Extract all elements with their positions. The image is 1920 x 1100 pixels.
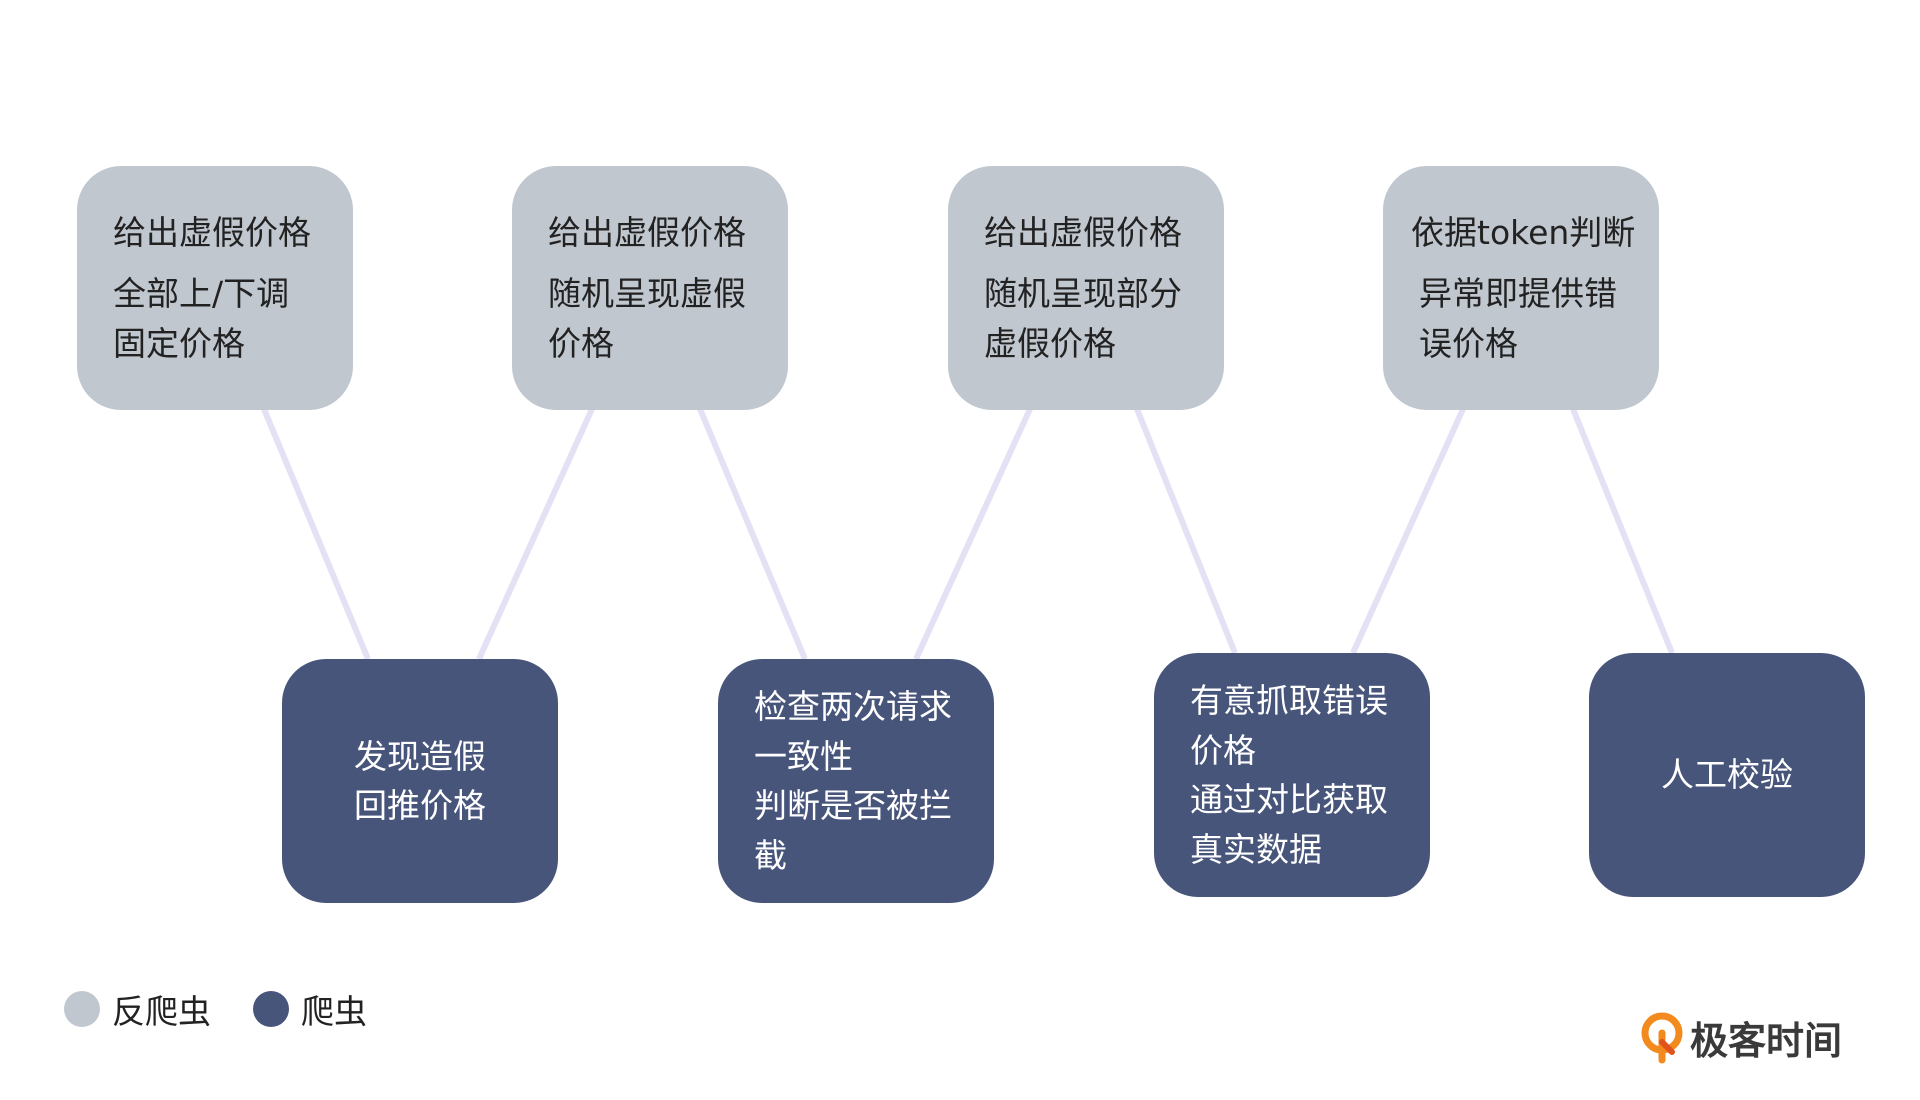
- box-line: 真实数据: [1190, 829, 1322, 869]
- box-line: 人工校验: [1661, 755, 1793, 795]
- connector-line-3: [697, 407, 808, 661]
- box-line: 固定价格: [113, 323, 245, 363]
- box-title: 依据token判断: [1411, 212, 1636, 252]
- box-line: 随机呈现部分: [984, 274, 1182, 314]
- legend-dot-anti-crawler: [64, 991, 100, 1027]
- box-line: 一致性: [754, 736, 853, 776]
- box-title: 给出虚假价格: [113, 212, 311, 252]
- box-line: 异常即提供错: [1419, 274, 1617, 314]
- box-line: 虚假价格: [984, 323, 1116, 363]
- geektime-logo-icon: [1641, 1012, 1683, 1063]
- box-line: 随机呈现虚假: [548, 274, 746, 314]
- crawler-box-2: 检查两次请求 一致性 判断是否被拦 截: [718, 659, 994, 903]
- anti-crawler-box-2: 给出虚假价格 随机呈现虚假 价格: [512, 166, 788, 410]
- legend-label-anti-crawler: 反爬虫: [112, 992, 211, 1031]
- anti-crawler-box-1: 给出虚假价格 全部上/下调 固定价格: [77, 166, 353, 410]
- box-line: 全部上/下调: [113, 274, 290, 314]
- box-line: 价格: [1190, 730, 1256, 770]
- brand-logo: 极客时间: [1640, 1010, 1842, 1065]
- legend-item-anti-crawler: 反爬虫: [64, 985, 211, 1033]
- connector-line-6: [1350, 407, 1466, 655]
- crawler-box-3: 有意抓取错误 价格 通过对比获取 真实数据: [1154, 653, 1430, 897]
- box-line: 有意抓取错误: [1190, 681, 1388, 720]
- box-title: 给出虚假价格: [984, 212, 1182, 252]
- legend-item-crawler: 爬虫: [253, 985, 367, 1033]
- connector-line-2: [476, 407, 595, 661]
- crawler-box-1: 发现造假 回推价格: [282, 659, 558, 903]
- anti-crawler-box-3: 给出虚假价格 随机呈现部分 虚假价格: [948, 166, 1224, 410]
- connector-line-1: [261, 407, 371, 661]
- brand-name: 极客时间: [1689, 1019, 1842, 1063]
- legend-label-crawler: 爬虫: [301, 992, 367, 1031]
- box-line: 发现造假: [354, 736, 486, 776]
- box-line: 判断是否被拦: [754, 786, 952, 825]
- box-line: 截: [754, 835, 787, 875]
- box-line: 检查两次请求: [754, 687, 952, 726]
- connector-line-4: [913, 407, 1033, 661]
- connector-line-5: [1134, 407, 1238, 655]
- anti-crawler-box-4: 依据token判断 异常即提供错 误价格: [1383, 166, 1659, 410]
- box-line: 误价格: [1419, 323, 1518, 363]
- box-line: 价格: [548, 323, 614, 363]
- box-title: 给出虚假价格: [548, 212, 746, 252]
- crawler-box-4: 人工校验: [1589, 653, 1865, 897]
- box-line: 通过对比获取: [1190, 780, 1388, 819]
- box-line: 回推价格: [354, 786, 486, 825]
- connector-line-7: [1570, 407, 1675, 655]
- legend: 反爬虫 爬虫: [64, 985, 409, 1033]
- legend-dot-crawler: [253, 991, 289, 1027]
